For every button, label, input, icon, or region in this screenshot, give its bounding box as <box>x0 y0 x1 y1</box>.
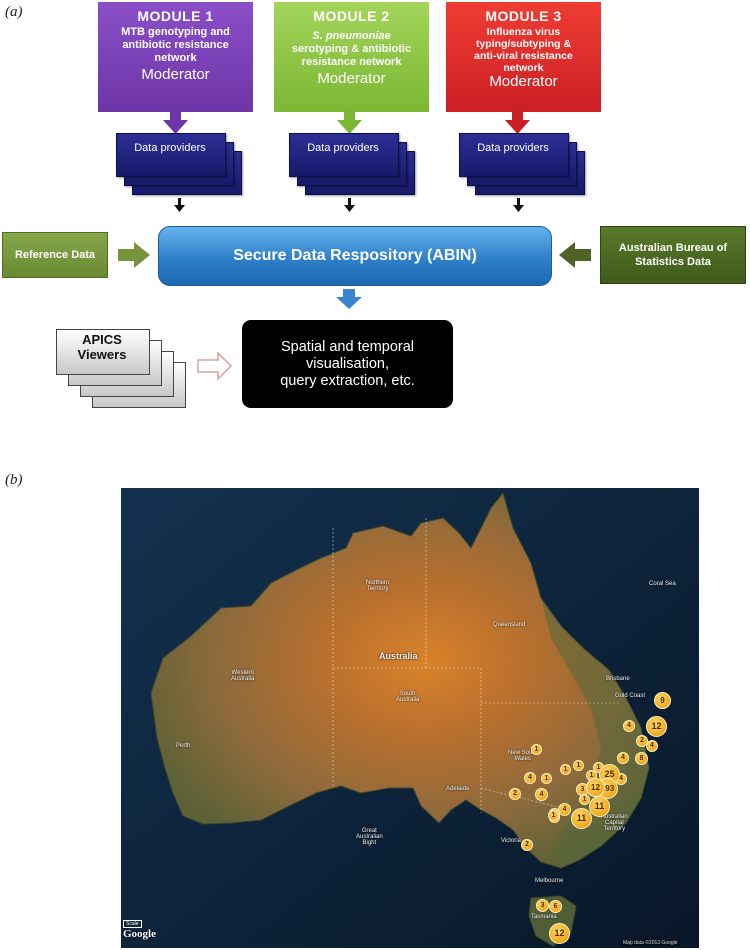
map-label-brisbane: Brisbane <box>606 676 630 682</box>
data-providers-label-3: Data providers <box>477 142 549 154</box>
cluster-marker[interactable]: 4 <box>558 803 571 816</box>
viewers-arrow <box>197 351 233 381</box>
map-label-tasmania: Tasmania <box>531 914 557 920</box>
module-1-moderator: Moderator <box>141 66 210 83</box>
cluster-marker[interactable]: 4 <box>617 752 629 764</box>
cluster-marker[interactable]: 12 <box>549 923 570 944</box>
cluster-marker[interactable]: 2 <box>521 839 533 851</box>
cluster-marker[interactable]: 3 <box>536 899 549 912</box>
cluster-marker[interactable]: 1 <box>579 794 590 805</box>
module-3-box: MODULE 3 Influenza virus typing/subtypin… <box>446 2 601 112</box>
abs-data-arrow <box>559 242 591 268</box>
map-label-perth: Perth <box>176 743 191 749</box>
map-data-credit: Map data ©2013 Google <box>621 940 680 946</box>
module-2-description: S. pneumoniae serotyping & antibiotic re… <box>291 30 412 68</box>
google-logo: Google <box>123 928 156 940</box>
cluster-marker[interactable]: 4 <box>623 720 635 732</box>
data-providers-stack-2: Data providers <box>289 133 415 195</box>
provider-2-arrow <box>344 198 355 212</box>
reference-data-box: Reference Data <box>2 232 108 278</box>
panel-a-label: (a) <box>5 4 23 20</box>
data-providers-label-2: Data providers <box>307 142 379 154</box>
map-scale: Scale <box>123 920 142 928</box>
cluster-marker[interactable]: 2 <box>509 788 521 800</box>
cluster-marker[interactable]: 12 <box>646 716 667 737</box>
provider-1-arrow <box>174 198 185 212</box>
map-label-victoria: Victoria <box>501 838 521 844</box>
module-3-title: MODULE 3 <box>485 8 562 24</box>
apics-viewers-label: APICS Viewers <box>77 332 127 362</box>
map-terrain <box>121 488 699 948</box>
cluster-marker[interactable]: 6 <box>549 900 562 913</box>
cluster-marker[interactable]: 4 <box>535 788 548 801</box>
module-3-moderator: Moderator <box>489 73 558 90</box>
cluster-marker[interactable]: 8 <box>635 752 648 765</box>
diagram-arrows <box>118 108 591 381</box>
cluster-marker[interactable]: 11 <box>571 808 592 829</box>
reference-data-arrow <box>118 242 150 268</box>
map-label-gold-coast: Gold Coast <box>615 693 646 699</box>
panel-b-label: (b) <box>5 472 23 488</box>
data-providers-label-1: Data providers <box>134 142 206 154</box>
module-1-arrow <box>163 108 188 134</box>
provider-3-arrow <box>513 198 524 212</box>
module-3-description: Influenza virus typing/subtyping & anti-… <box>474 26 573 74</box>
cluster-marker[interactable]: 1 <box>560 764 571 775</box>
cluster-marker[interactable]: 4 <box>646 740 658 752</box>
cluster-marker[interactable]: 1 <box>541 773 552 784</box>
module-1-title: MODULE 1 <box>137 8 214 24</box>
cluster-marker[interactable]: 12 <box>586 778 605 797</box>
module-1-box: MODULE 1 MTB genotyping and antibiotic r… <box>98 2 253 112</box>
cluster-marker[interactable]: 1 <box>531 744 542 755</box>
cluster-marker[interactable]: 9 <box>654 692 671 709</box>
module-1-description: MTB genotyping and antibiotic resistance… <box>121 26 230 64</box>
abs-data-box: Australian Bureau of Statistics Data <box>600 226 746 284</box>
spatial-visualisation-box: Spatial and temporal visualisation, quer… <box>242 320 453 408</box>
data-providers-stack-3: Data providers <box>459 133 585 195</box>
map-label-australia: Australia <box>379 651 418 661</box>
cluster-marker[interactable]: 1 <box>548 810 559 821</box>
module-2-title: MODULE 2 <box>313 8 390 24</box>
cluster-marker[interactable]: 11 <box>589 796 610 817</box>
map-label-queensland: Queensland <box>493 622 526 628</box>
repository-down-arrow <box>336 289 362 309</box>
module-3-arrow <box>505 108 530 134</box>
module-2-moderator: Moderator <box>317 70 386 87</box>
map-label-coral-sea: Coral Sea <box>649 581 676 587</box>
module-2-box: MODULE 2 S. pneumoniae serotyping & anti… <box>274 2 429 112</box>
cluster-marker[interactable]: 4 <box>524 772 536 784</box>
data-providers-stack-1: Data providers <box>116 133 242 195</box>
map-label-melbourne: Melbourne <box>535 878 564 884</box>
module-2-arrow <box>337 108 362 134</box>
secure-data-repository: Secure Data Respository (ABIN) <box>158 226 552 286</box>
cluster-marker[interactable]: 1 <box>573 760 584 771</box>
map-label-adelaide: Adelaide <box>446 786 470 792</box>
